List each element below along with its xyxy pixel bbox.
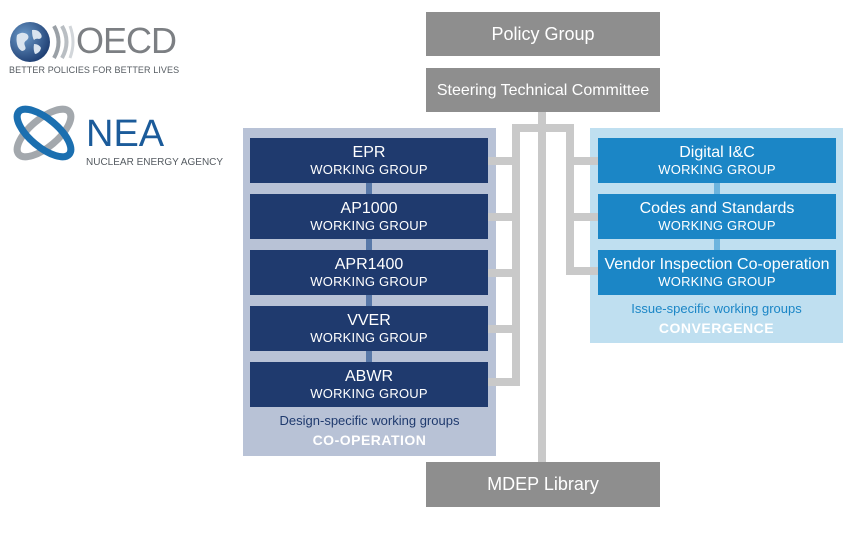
group-subtitle: WORKING GROUP bbox=[310, 330, 428, 345]
design-panel-caption: Design-specific working groups bbox=[279, 413, 460, 428]
oecd-chevrons-icon bbox=[52, 25, 75, 59]
oecd-tagline: BETTER POLICIES FOR BETTER LIVES bbox=[9, 65, 180, 75]
left-bracket-vertical bbox=[512, 124, 520, 386]
design-panel-title: CO-OPERATION bbox=[312, 432, 427, 448]
right-branch-digital bbox=[566, 157, 600, 165]
nea-wordmark: NEA bbox=[86, 113, 165, 155]
issue-panel-caption: Issue-specific working groups bbox=[631, 301, 802, 316]
group-name: APR1400 bbox=[334, 256, 404, 273]
issue-panel-title: CONVERGENCE bbox=[658, 320, 775, 336]
trunk-connector bbox=[538, 110, 546, 464]
issue-link bbox=[714, 182, 720, 196]
design-group-ap1000: AP1000 WORKING GROUP bbox=[250, 194, 488, 239]
issue-group-vendor-inspection: Vendor Inspection Co-operation WORKING G… bbox=[598, 250, 836, 295]
mdep-library-box: MDEP Library bbox=[426, 462, 660, 507]
group-subtitle: WORKING GROUP bbox=[310, 274, 428, 289]
right-bracket-vertical bbox=[566, 124, 574, 275]
steering-committee-label: Steering Technical Committee bbox=[436, 81, 650, 99]
atom-orbit-icon bbox=[13, 105, 75, 161]
group-subtitle: WORKING GROUP bbox=[658, 162, 776, 177]
design-group-epr: EPR WORKING GROUP bbox=[250, 138, 488, 183]
globe-icon bbox=[10, 22, 50, 62]
left-branch-apr1400 bbox=[487, 269, 520, 277]
left-branch-abwr bbox=[487, 378, 520, 386]
group-name: AP1000 bbox=[340, 200, 398, 217]
group-name: Vendor Inspection Co-operation bbox=[604, 256, 830, 273]
group-subtitle: WORKING GROUP bbox=[658, 274, 776, 289]
group-name: VVER bbox=[347, 312, 391, 329]
policy-group-label: Policy Group bbox=[491, 23, 595, 44]
right-branch-codes bbox=[566, 213, 600, 221]
design-link bbox=[366, 294, 372, 308]
design-group-vver: VVER WORKING GROUP bbox=[250, 306, 488, 351]
oecd-logo: OECD BETTER POLICIES FOR BETTER LIVES bbox=[8, 14, 188, 76]
group-name: Digital I&C bbox=[679, 144, 755, 161]
group-name: EPR bbox=[352, 144, 386, 161]
right-branch-vendor bbox=[566, 267, 600, 275]
issue-group-codes-standards: Codes and Standards WORKING GROUP bbox=[598, 194, 836, 239]
left-branch-ap1000 bbox=[487, 213, 520, 221]
mdep-library-label: MDEP Library bbox=[487, 474, 599, 494]
left-branch-vver bbox=[487, 325, 520, 333]
group-subtitle: WORKING GROUP bbox=[310, 386, 428, 401]
group-subtitle: WORKING GROUP bbox=[310, 162, 428, 177]
design-link bbox=[366, 350, 372, 364]
issue-link bbox=[714, 238, 720, 252]
oecd-wordmark: OECD bbox=[76, 20, 177, 61]
left-branch-epr bbox=[487, 157, 520, 165]
group-subtitle: WORKING GROUP bbox=[310, 218, 428, 233]
design-group-apr1400: APR1400 WORKING GROUP bbox=[250, 250, 488, 295]
nea-tagline: NUCLEAR ENERGY AGENCY bbox=[86, 157, 224, 168]
group-subtitle: WORKING GROUP bbox=[658, 218, 776, 233]
nea-logo: NEA NUCLEAR ENERGY AGENCY bbox=[6, 96, 236, 172]
group-name: ABWR bbox=[345, 368, 393, 385]
design-link bbox=[366, 238, 372, 252]
steering-committee-box: Steering Technical Committee bbox=[426, 68, 660, 112]
design-group-abwr: ABWR WORKING GROUP bbox=[250, 362, 488, 407]
top-spread-connector bbox=[512, 124, 574, 132]
group-name: Codes and Standards bbox=[639, 200, 795, 217]
policy-group-box: Policy Group bbox=[426, 12, 660, 56]
issue-group-digital-ic: Digital I&C WORKING GROUP bbox=[598, 138, 836, 183]
design-link bbox=[366, 182, 372, 196]
